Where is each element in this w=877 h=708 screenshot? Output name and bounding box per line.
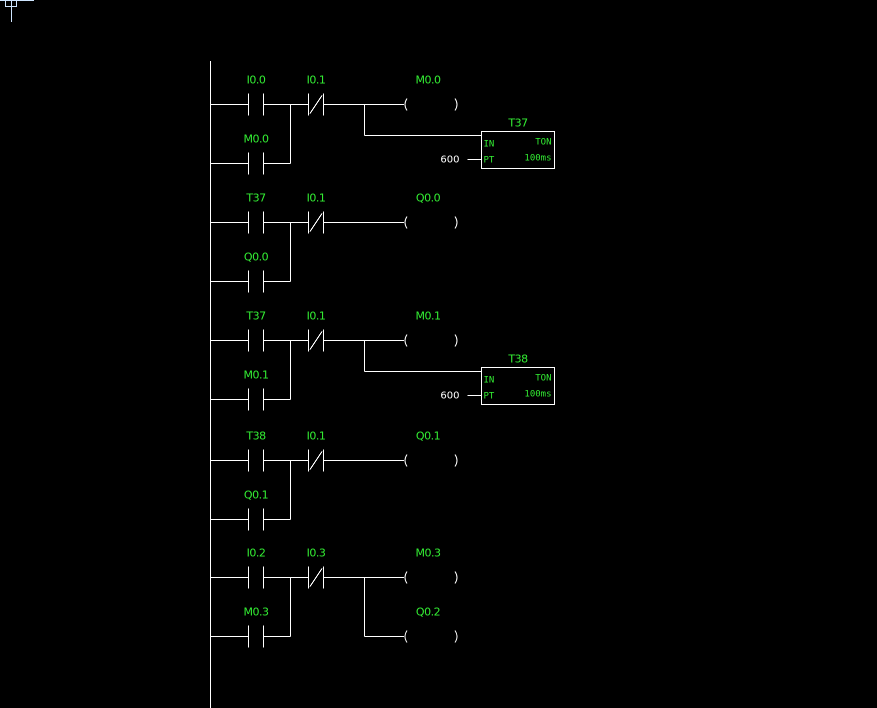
contact-no-label[interactable]: T37 [245, 192, 266, 205]
output-coil[interactable] [404, 98, 458, 111]
output-coil[interactable] [404, 334, 458, 347]
contact-no[interactable] [248, 93, 264, 116]
timer-preset-value[interactable]: 600 [440, 155, 459, 166]
output-coil[interactable] [404, 216, 458, 229]
timer-in-pin[interactable]: IN [484, 376, 495, 386]
contact-nc-slash [309, 213, 323, 232]
coil-left-paren [404, 571, 408, 584]
contact-nc-slash [309, 95, 323, 114]
coil-right-paren [454, 334, 458, 347]
timer-preset-value[interactable]: 600 [440, 391, 459, 402]
coil-right-paren [454, 216, 458, 229]
timer-type-label[interactable]: TON [535, 374, 551, 384]
contact-nc-slash [309, 568, 323, 587]
contact-no-label[interactable]: T38 [245, 430, 266, 443]
contact-no-label[interactable]: I0.2 [247, 547, 266, 560]
coil-left-paren [404, 334, 408, 347]
timer-type-label[interactable]: TON [535, 138, 551, 148]
coil-right-paren [454, 630, 458, 643]
timer-resolution-label[interactable]: 100ms [524, 390, 551, 400]
timer-box [481, 367, 555, 405]
contact-seal-label[interactable]: Q0.0 [244, 251, 269, 264]
coil-left-paren [404, 630, 408, 643]
contact-nc-label[interactable]: I0.1 [307, 430, 326, 443]
contact-nc-label[interactable]: I0.3 [307, 547, 327, 560]
contact-no-label[interactable]: I0.0 [247, 74, 267, 87]
contact-nc[interactable] [308, 329, 324, 352]
timer-name-label[interactable]: T38 [507, 353, 528, 366]
contact-nc-slash [309, 451, 323, 470]
coil-left-paren [404, 454, 408, 467]
coil-right-paren [454, 571, 458, 584]
timer-box [481, 131, 555, 169]
contact-seal[interactable] [248, 152, 264, 175]
contact-seal[interactable] [248, 508, 264, 531]
contact-seal[interactable] [248, 270, 264, 293]
contact-nc[interactable] [308, 211, 324, 234]
contact-nc-label[interactable]: I0.1 [307, 310, 326, 323]
coil-label[interactable]: Q0.2 [416, 606, 441, 619]
coil-label[interactable]: M0.3 [416, 547, 442, 560]
contact-no[interactable] [248, 211, 264, 234]
timer-pt-pin[interactable]: PT [484, 156, 495, 166]
timer-pt-pin[interactable]: PT [484, 392, 495, 402]
output-coil[interactable] [404, 571, 458, 584]
contact-seal-label[interactable]: M0.1 [244, 369, 269, 382]
contact-no-label[interactable]: T37 [245, 310, 266, 323]
contact-no[interactable] [248, 449, 264, 472]
coil-left-paren [404, 98, 408, 111]
contact-nc-label[interactable]: I0.1 [307, 74, 326, 87]
contact-nc[interactable] [308, 449, 324, 472]
contact-nc-label[interactable]: I0.1 [307, 192, 326, 205]
timer-in-pin[interactable]: IN [484, 140, 495, 150]
contact-nc[interactable] [308, 93, 324, 116]
timer-name-label[interactable]: T37 [507, 117, 528, 130]
contact-seal-label[interactable]: M0.0 [244, 133, 270, 146]
coil-right-paren [454, 454, 458, 467]
contact-seal[interactable] [248, 625, 264, 648]
coil-label[interactable]: Q0.1 [416, 430, 441, 443]
output-coil[interactable] [404, 454, 458, 467]
coil-label[interactable]: Q0.0 [416, 192, 441, 205]
timer-resolution-label[interactable]: 100ms [524, 154, 551, 164]
coil-right-paren [454, 98, 458, 111]
contact-seal-label[interactable]: Q0.1 [244, 489, 269, 502]
crosshair-cursor-icon [0, 0, 34, 22]
coil-label[interactable]: M0.1 [416, 310, 441, 323]
output-coil[interactable] [404, 630, 458, 643]
contact-no[interactable] [248, 566, 264, 589]
contact-seal[interactable] [248, 388, 264, 411]
coil-label[interactable]: M0.0 [416, 74, 442, 87]
coil-left-paren [404, 216, 408, 229]
contact-nc-slash [309, 331, 323, 350]
contact-nc[interactable] [308, 566, 324, 589]
contact-seal-label[interactable]: M0.3 [244, 606, 270, 619]
contact-no[interactable] [248, 329, 264, 352]
